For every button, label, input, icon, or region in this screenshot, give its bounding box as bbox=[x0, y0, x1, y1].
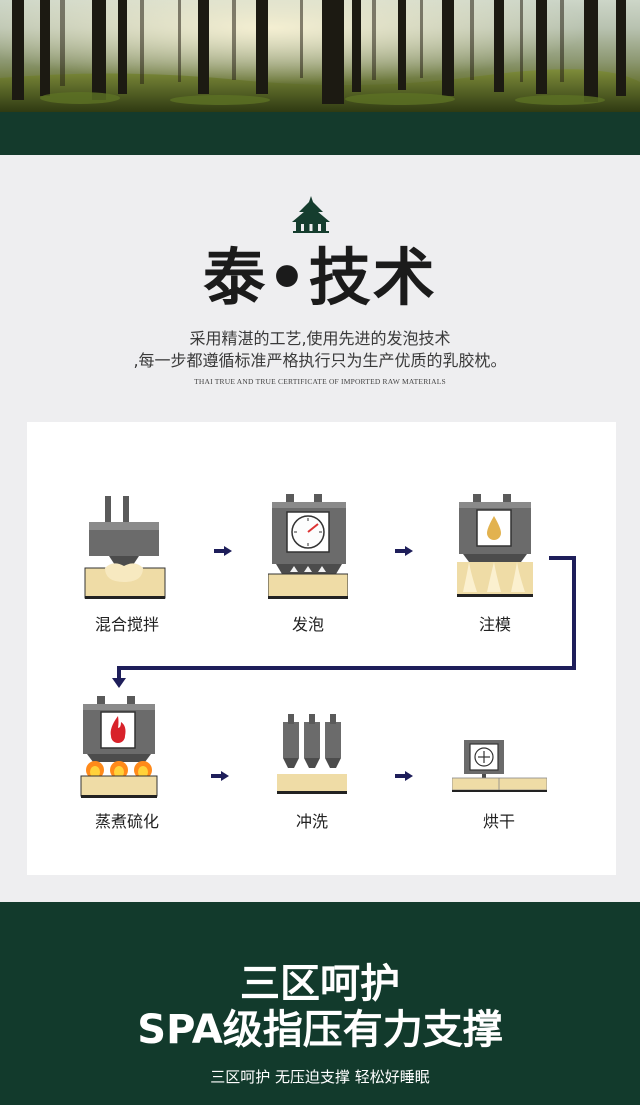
page-title: 泰•技术 bbox=[203, 241, 437, 314]
step-label-mix: 混合搅拌 bbox=[94, 615, 159, 634]
step-label-wash: 冲洗 bbox=[295, 812, 328, 831]
step-label-dry: 烘干 bbox=[482, 812, 515, 831]
english-subtitle: THAI TRUE AND TRUE CERTIFICATE OF IMPORT… bbox=[194, 377, 446, 386]
thai-temple-icon bbox=[290, 194, 332, 234]
mixer-icon bbox=[84, 496, 166, 599]
step-label-foam: 发泡 bbox=[291, 615, 324, 634]
description-line-2: ,每一步都遵循标准严格执行只为生产优质的乳胶枕。 bbox=[133, 351, 507, 370]
bottom-headline-1: 三区呵护 bbox=[240, 961, 400, 1007]
foaming-gauge-icon bbox=[268, 494, 348, 599]
bottom-green-section bbox=[0, 902, 640, 1105]
description-line-1: 采用精湛的工艺,使用先进的发泡技术 bbox=[189, 329, 451, 348]
arrow-right-icon bbox=[395, 546, 413, 556]
mold-injection-icon bbox=[457, 494, 533, 597]
step-label-mold: 注模 bbox=[478, 615, 511, 634]
steam-vulcanize-icon bbox=[80, 696, 158, 798]
arrow-right-icon bbox=[395, 771, 413, 781]
drying-fan-icon bbox=[452, 740, 547, 792]
bottom-headline-2: SPA级指压有力支撑 bbox=[137, 1007, 503, 1053]
process-card: 混合搅拌 发泡 注模 bbox=[27, 422, 616, 875]
arrow-right-icon bbox=[214, 546, 232, 556]
step-label-steam: 蒸煮硫化 bbox=[94, 812, 159, 831]
green-divider-band bbox=[0, 112, 640, 155]
bottom-tagline: 三区呵护 无压迫支撑 轻松好睡眠 bbox=[210, 1068, 430, 1086]
forest-banner-image bbox=[0, 0, 640, 112]
arrow-right-icon bbox=[211, 771, 229, 781]
washing-nozzles-icon bbox=[277, 714, 347, 794]
process-flow-connector bbox=[112, 556, 576, 688]
